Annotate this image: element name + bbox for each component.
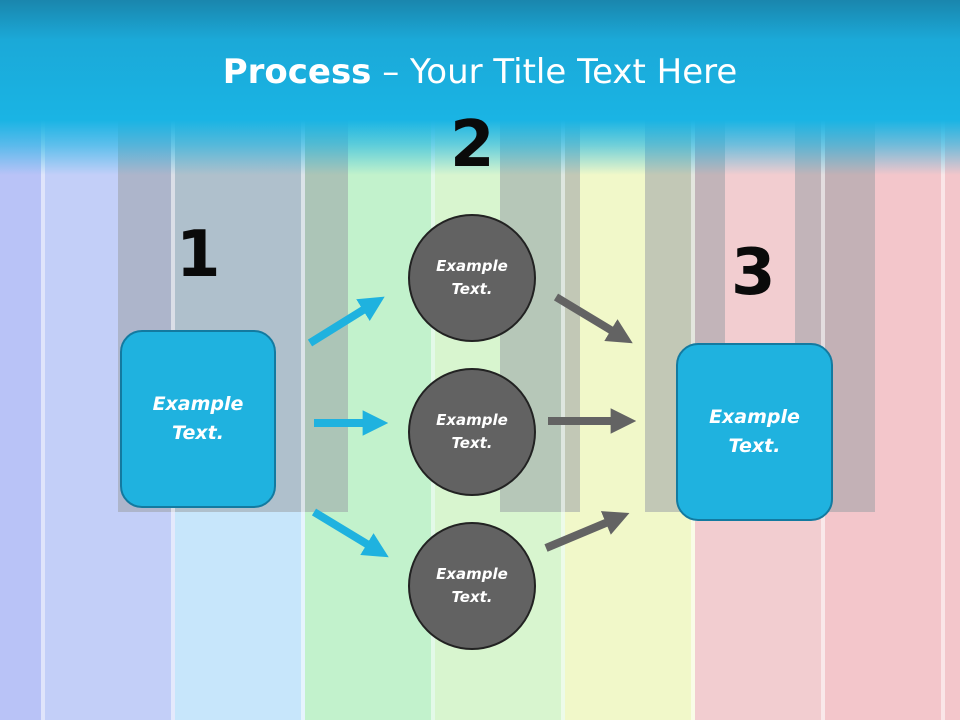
right-box-text: Example Text.: [709, 406, 800, 457]
arrow-from-circle-3: [544, 511, 630, 552]
process-circle-3: Example Text.: [408, 522, 536, 650]
arrow-to-circle-3b: [311, 508, 389, 558]
process-circle-2: Example Text.: [408, 368, 536, 496]
left-process-box: Example Text.: [120, 330, 276, 508]
title-bold: Process: [222, 52, 372, 92]
step-number-1: 1: [176, 218, 221, 292]
step-number-3: 3: [731, 236, 776, 310]
circle-1-text: Example Text.: [436, 257, 508, 298]
arrow-to-circle-1: [307, 296, 385, 347]
step-number-2: 2: [450, 108, 495, 182]
circle-3-text: Example Text.: [436, 565, 508, 606]
title-rest: – Your Title Text Here: [371, 52, 738, 92]
arrow-from-circle-1: [553, 293, 633, 344]
title-banner: [0, 0, 960, 175]
right-process-box: Example Text.: [676, 343, 833, 521]
slide-title: Process – Your Title Text Here: [0, 52, 960, 92]
left-box-text: Example Text.: [152, 393, 244, 444]
process-circle-1: Example Text.: [408, 214, 536, 342]
circle-2-text: Example Text.: [436, 411, 508, 452]
